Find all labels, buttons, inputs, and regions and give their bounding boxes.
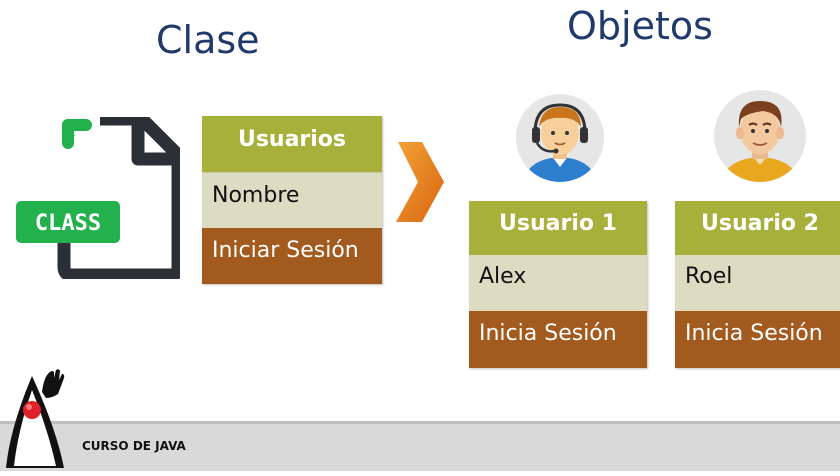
objetos-heading: Objetos — [567, 4, 713, 48]
class-file-icon: CLASS — [14, 112, 185, 284]
object-card-usuario-2: Usuario 2 Roel Inicia Sesión — [675, 201, 840, 368]
object-card-header: Usuario 1 — [469, 201, 647, 255]
object-card-attribute: Roel — [675, 255, 840, 311]
headset-operator-avatar — [515, 93, 605, 188]
object-card-header: Usuario 2 — [675, 201, 840, 255]
class-card-attribute: Nombre — [202, 172, 382, 228]
object-card-method: Inicia Sesión — [675, 311, 840, 368]
clase-heading: Clase — [156, 18, 260, 62]
footer-divider — [0, 421, 840, 425]
java-duke-icon — [4, 368, 66, 476]
course-label: CURSO DE JAVA — [82, 439, 186, 453]
class-card-header: Usuarios — [202, 116, 382, 172]
object-card-usuario-1: Usuario 1 Alex Inicia Sesión — [469, 201, 647, 368]
class-card: Usuarios Nombre Iniciar Sesión — [202, 116, 382, 284]
class-badge-label: CLASS — [35, 211, 101, 236]
object-card-attribute: Alex — [469, 255, 647, 311]
footer-bar — [0, 424, 840, 471]
object-card-method: Inicia Sesión — [469, 311, 647, 368]
man-avatar — [713, 89, 807, 188]
class-card-method: Iniciar Sesión — [202, 228, 382, 284]
chevron-right-icon — [392, 142, 446, 229]
